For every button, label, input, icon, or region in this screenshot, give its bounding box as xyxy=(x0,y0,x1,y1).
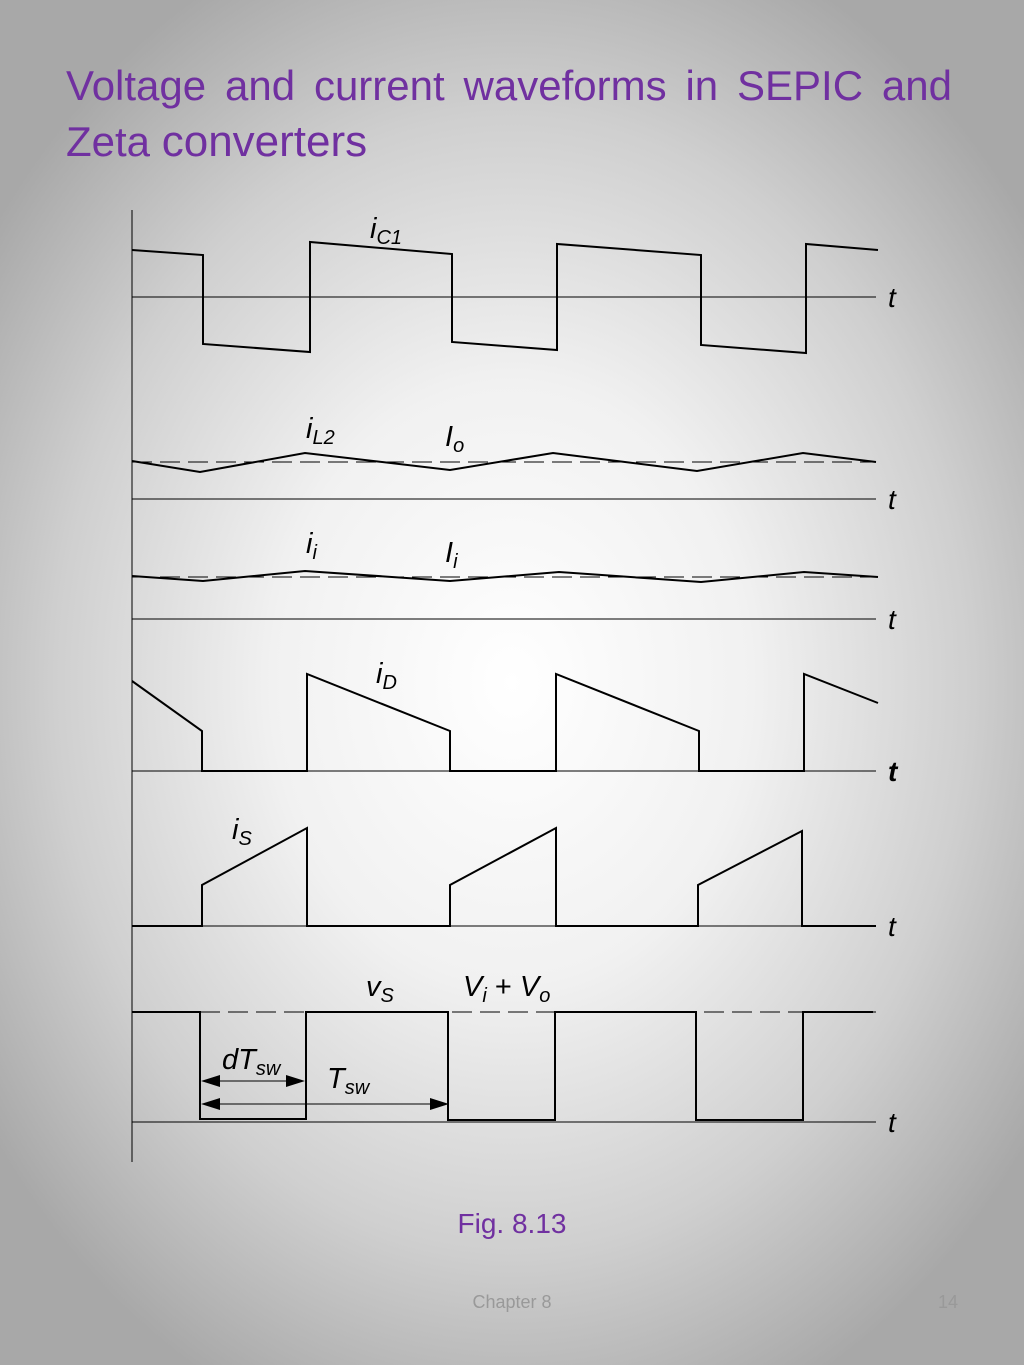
label-ii-average: Ii xyxy=(445,537,458,573)
time-label-il2: t xyxy=(888,484,897,515)
label-id: iD xyxy=(376,658,397,694)
time-label-id: t xyxy=(888,756,899,787)
duty-period-arrow xyxy=(201,1075,305,1087)
slide-title: Voltage and current waveforms in SEPIC a… xyxy=(66,58,952,170)
title-word-zeta: Zeta xyxy=(66,118,151,165)
title-line-2: Zeta converters xyxy=(66,114,952,170)
label-vi-plus-vo: Vi + Vo xyxy=(463,971,550,1007)
ii-waveform xyxy=(131,569,879,584)
ic1-waveform xyxy=(131,240,879,355)
label-il2: iL2 xyxy=(306,413,335,449)
time-label-vs: t xyxy=(888,1107,897,1138)
label-duty-period: dTsw xyxy=(222,1044,282,1080)
switching-period-arrow xyxy=(201,1098,449,1110)
label-is: iS xyxy=(232,814,252,850)
slide-number: 14 xyxy=(937,1292,958,1312)
label-io: Io xyxy=(445,421,464,457)
title-line-1: Voltage and current waveforms in SEPIC a… xyxy=(66,62,952,109)
vs-waveform xyxy=(132,1011,873,1121)
il2-waveform xyxy=(131,451,877,474)
footer-chapter: Chapter 8 xyxy=(472,1292,552,1312)
label-ic1: iC1 xyxy=(370,213,402,249)
id-waveform xyxy=(131,672,879,772)
figure-caption: Fig. 8.13 xyxy=(457,1208,567,1239)
time-label-is: t xyxy=(888,911,897,942)
label-vs: vS xyxy=(366,971,395,1007)
time-label-ic1: t xyxy=(888,282,897,313)
time-label-ii: t xyxy=(888,604,897,635)
is-waveform xyxy=(132,826,876,927)
label-switching-period: Tsw xyxy=(327,1063,371,1099)
title-word-converters: converters xyxy=(161,117,368,166)
label-ii: ii xyxy=(306,528,317,564)
